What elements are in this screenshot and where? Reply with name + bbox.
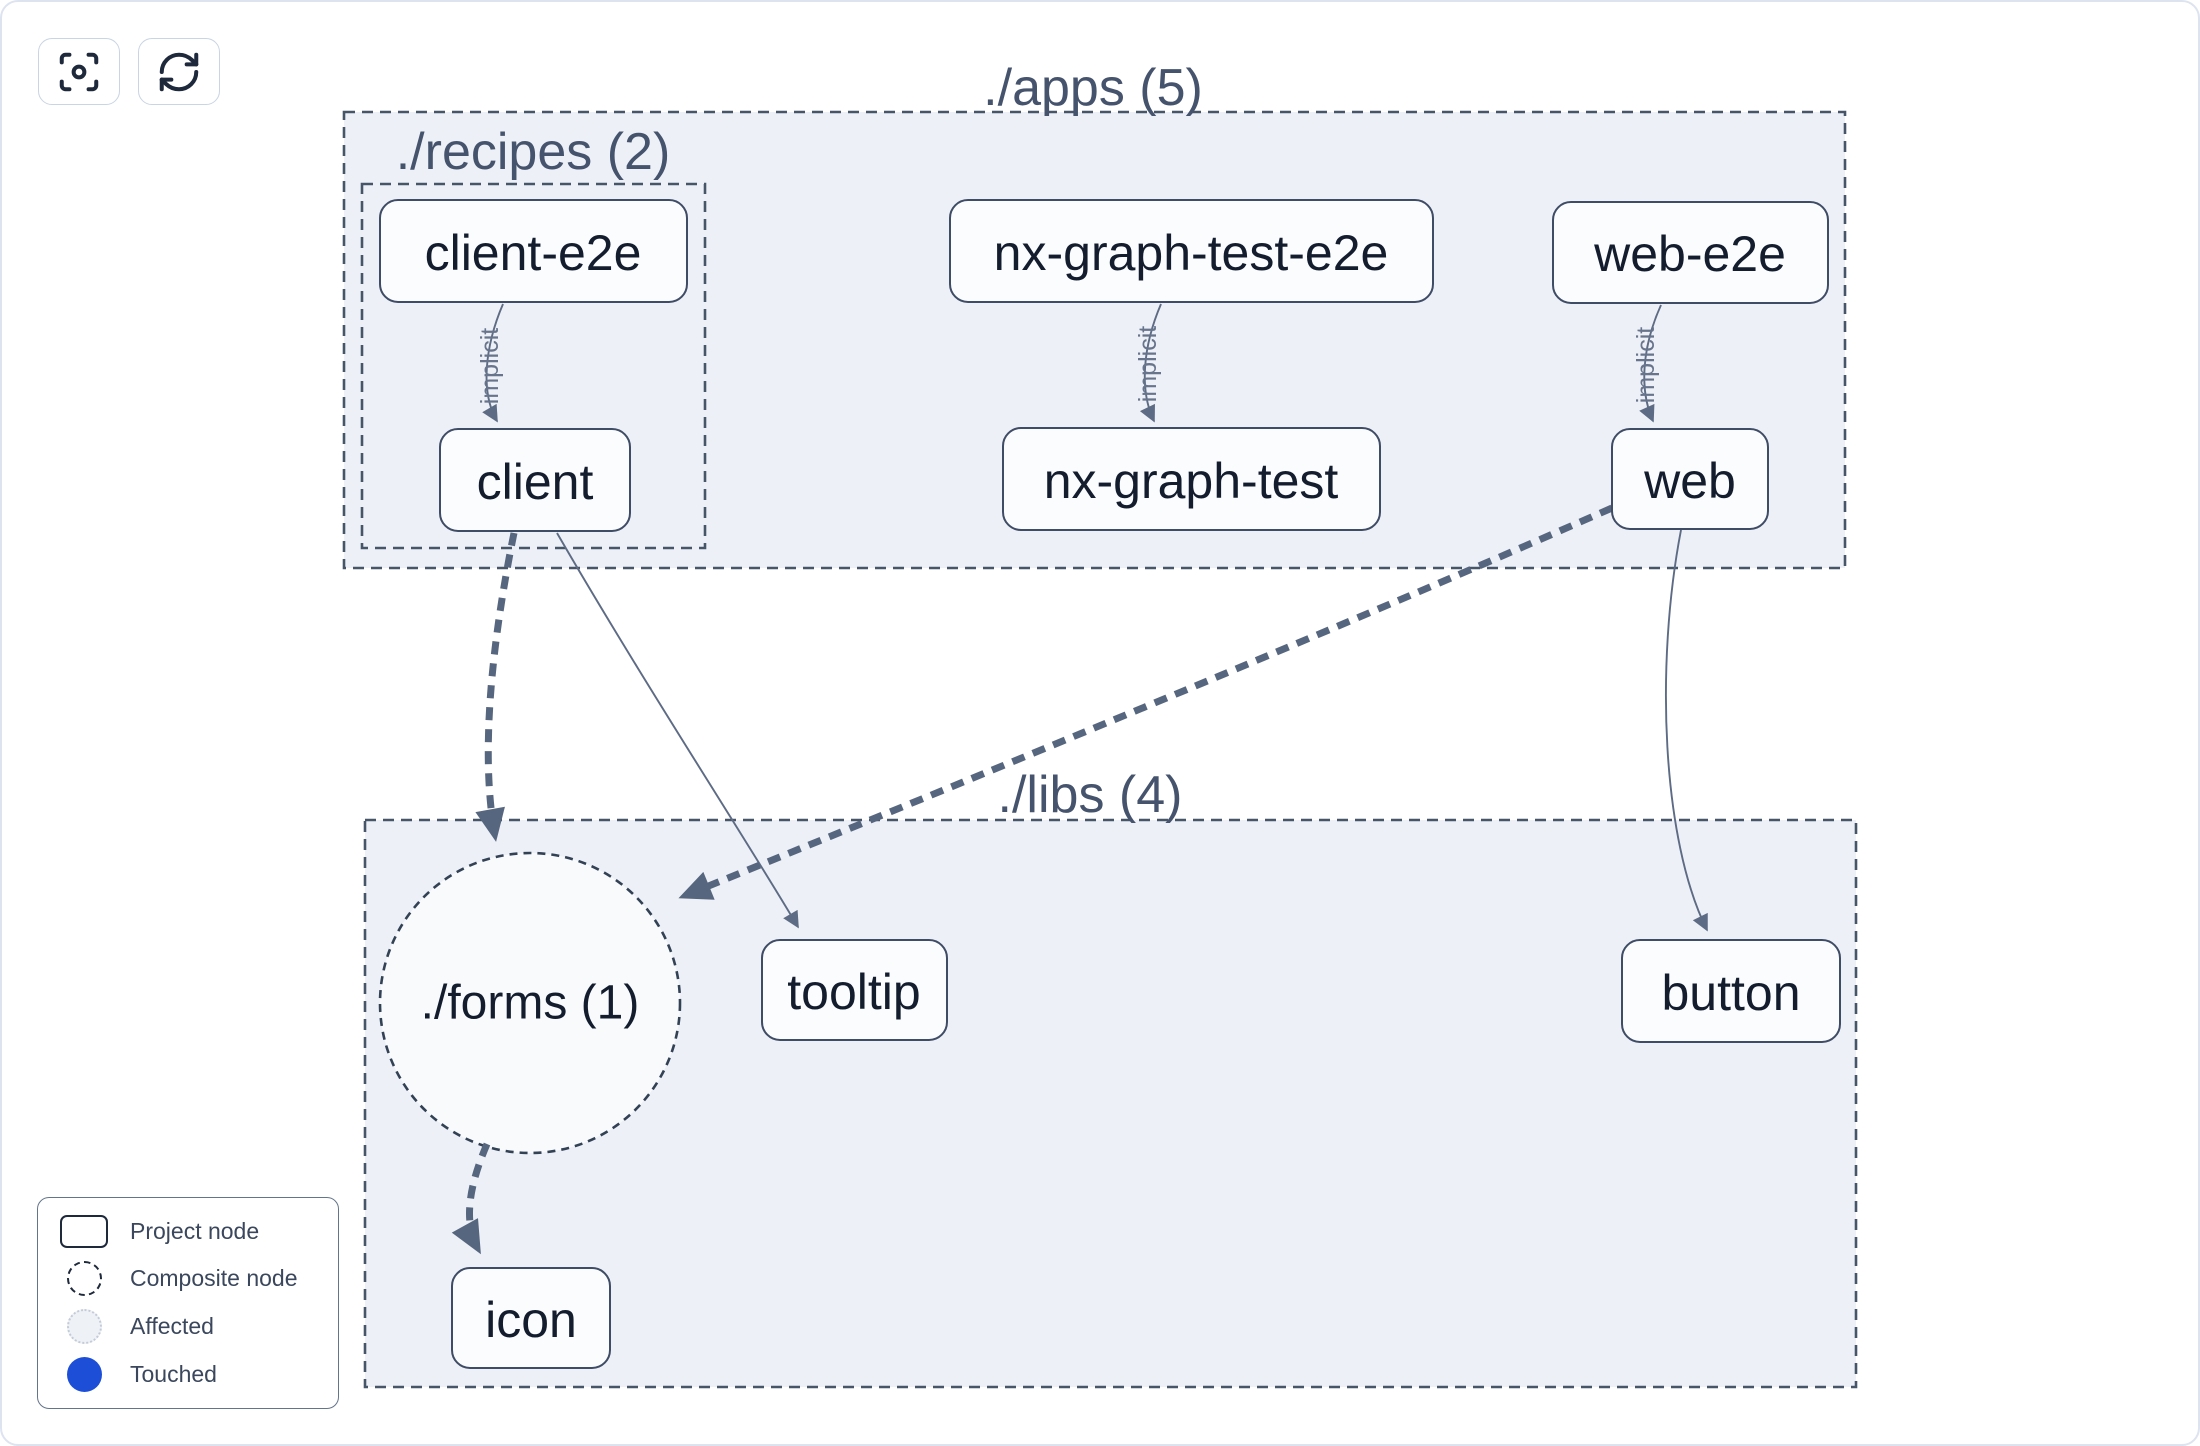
refresh-icon (159, 52, 199, 91)
node-client[interactable]: client (439, 428, 631, 532)
legend-label-project-node: Project node (130, 1217, 260, 1244)
composite-node-forms[interactable]: ./forms (1) (378, 851, 682, 1155)
refresh-graph-button[interactable] (138, 38, 220, 105)
legend-label-touched: Touched (130, 1360, 217, 1387)
edge-client-e2e-to-client[interactable] (482, 303, 504, 423)
edge-label-implicit-nx-graph-test: implicit (1134, 326, 1162, 402)
legend-item-composite-node: Composite node (38, 1260, 338, 1296)
graph-toolbar (38, 38, 220, 105)
affected-swatch (66, 1308, 102, 1344)
node-icon[interactable]: icon (451, 1267, 611, 1369)
group-libs-label[interactable]: ./libs (4) (998, 766, 1183, 824)
node-tooltip[interactable]: tooltip (761, 939, 948, 1041)
node-web[interactable]: web (1611, 428, 1769, 530)
node-button-label: button (1661, 965, 1800, 1021)
group-apps-label[interactable]: ./apps (5) (983, 59, 1203, 117)
node-icon-label: icon (485, 1292, 577, 1348)
edge-label-implicit-client: implicit (476, 328, 504, 404)
node-nx-graph-test-e2e-label: nx-graph-test-e2e (994, 225, 1389, 281)
composite-node-forms-label: ./forms (1) (421, 977, 640, 1030)
node-web-e2e-box (1552, 201, 1829, 304)
node-web-e2e[interactable]: web-e2e (1552, 201, 1829, 304)
node-web-label: web (1643, 453, 1736, 509)
node-client-e2e-box (379, 199, 688, 303)
edge-client-to-forms[interactable] (475, 532, 518, 842)
edge-forms-to-icon[interactable] (451, 1142, 491, 1255)
legend-item-touched: Touched (38, 1356, 338, 1392)
legend-label-composite-node: Composite node (130, 1264, 298, 1291)
node-nx-graph-test-e2e[interactable]: nx-graph-test-e2e (949, 199, 1434, 303)
center-graph-button[interactable] (38, 38, 120, 105)
node-tooltip-box (761, 939, 948, 1041)
composite-node-swatch (66, 1260, 102, 1296)
node-client-e2e[interactable]: client-e2e (379, 199, 688, 303)
edge-web-to-button[interactable] (1664, 529, 1708, 932)
edge-client-to-tooltip[interactable] (556, 532, 799, 929)
group-recipes-label[interactable]: ./recipes (2) (396, 123, 671, 181)
node-client-e2e-label: client-e2e (425, 225, 642, 281)
node-web-box (1611, 428, 1769, 530)
node-button[interactable]: button (1621, 939, 1841, 1043)
legend: Project node Composite node Affected Tou… (37, 1197, 339, 1409)
node-nx-graph-test-label: nx-graph-test (1044, 453, 1339, 509)
node-button-box (1621, 939, 1841, 1043)
project-node-swatch (60, 1214, 108, 1248)
edge-web-e2e-to-web[interactable] (1639, 304, 1662, 423)
focus-icon (59, 52, 99, 91)
composite-node-forms-circle (378, 851, 682, 1155)
node-icon-box (451, 1267, 611, 1369)
node-client-label: client (477, 454, 594, 510)
node-nx-graph-test-box (1002, 427, 1381, 531)
touched-swatch (66, 1356, 102, 1392)
legend-item-affected: Affected (38, 1308, 338, 1344)
node-client-box (439, 428, 631, 532)
node-nx-graph-test-e2e-box (949, 199, 1434, 303)
legend-item-project-node: Project node (38, 1214, 338, 1248)
legend-label-affected: Affected (130, 1312, 214, 1339)
node-web-e2e-label: web-e2e (1593, 226, 1786, 282)
node-nx-graph-test[interactable]: nx-graph-test (1002, 427, 1381, 531)
edge-nx-graph-test-e2e-to-nx-graph-test[interactable] (1139, 303, 1162, 423)
edge-web-to-forms[interactable] (678, 504, 1614, 900)
edge-label-implicit-web: implicit (1632, 327, 1660, 403)
node-tooltip-label: tooltip (787, 964, 920, 1020)
